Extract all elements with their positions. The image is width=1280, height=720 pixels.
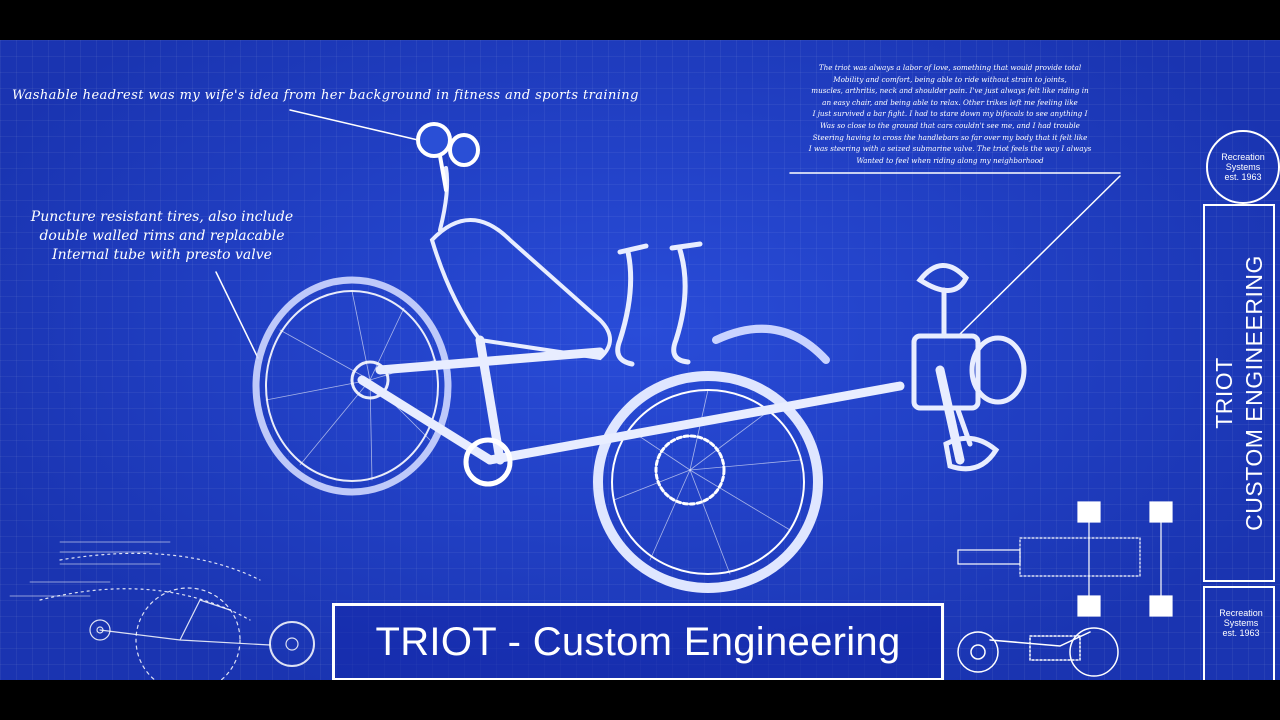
story-line: I was steering with a seized submarine v… <box>808 144 1092 154</box>
mini-side-schematic <box>39 552 315 680</box>
story-text-block: The triot was always a labor of love, so… <box>780 62 1120 166</box>
story-line: I just survived a bar fight. I had to st… <box>812 109 1088 119</box>
trike-frame <box>357 335 965 465</box>
handlebars <box>615 241 703 367</box>
recumbent-seat <box>429 166 612 361</box>
story-line: muscles, arthritis, neck and shoulder pa… <box>811 86 1089 96</box>
letterbox-bottom <box>0 680 1280 720</box>
note-tires-line: double walled rims and replacable <box>39 228 285 244</box>
side-title-text: TRIOT CUSTOM ENGINEERING <box>1211 255 1267 531</box>
rear-wheel <box>252 276 452 496</box>
recreation-systems-stamp-bottom: Recreation Systems est. 1963 <box>1206 588 1276 658</box>
note-tires: Puncture resistant tires, also include d… <box>12 208 312 265</box>
crank-chainring <box>463 437 513 487</box>
stamp-text: Recreation Systems est. 1963 <box>1221 152 1265 182</box>
title-banner: TRIOT - Custom Engineering <box>332 603 944 680</box>
note-tires-line: Internal tube with presto valve <box>52 247 272 263</box>
note-tires-line: Puncture resistant tires, also include <box>30 209 294 225</box>
front-boom <box>911 263 1027 472</box>
trike-drawing <box>9 109 1173 680</box>
front-wheel-far <box>712 324 830 364</box>
leader-line-tires <box>215 271 259 359</box>
story-line: Mobility and comfort, being able to ride… <box>833 74 1067 84</box>
bottom-right-frame <box>1203 586 1275 680</box>
story-line: Wanted to feel when riding along my neig… <box>856 155 1044 165</box>
letterbox-top <box>0 0 1280 40</box>
leader-line-headrest <box>289 109 419 141</box>
story-line: an easy chair, and being able to relax. … <box>822 97 1078 107</box>
stamp-text: Recreation Systems est. 1963 <box>1219 608 1263 638</box>
headrest <box>416 122 480 192</box>
recreation-systems-stamp-top: Recreation Systems est. 1963 <box>1206 130 1280 204</box>
story-line: The triot was always a labor of love, so… <box>818 63 1082 72</box>
mini-annotation-lines <box>9 541 171 597</box>
note-headrest: Washable headrest was my wife's idea fro… <box>12 88 639 103</box>
front-wheel-near <box>593 371 823 593</box>
top-view-schematic <box>957 501 1173 617</box>
story-line: Was so close to the ground that cars cou… <box>820 120 1080 130</box>
side-view-schematic <box>957 627 1119 677</box>
blueprint-canvas: Washable headrest was my wife's idea fro… <box>0 40 1280 680</box>
banner-title: TRIOT - Custom Engineering <box>375 619 901 664</box>
side-title-panel: TRIOT CUSTOM ENGINEERING <box>1203 204 1275 582</box>
leader-line-steering <box>957 175 1121 337</box>
story-line: Steering having to cross the handlebars … <box>812 132 1088 142</box>
